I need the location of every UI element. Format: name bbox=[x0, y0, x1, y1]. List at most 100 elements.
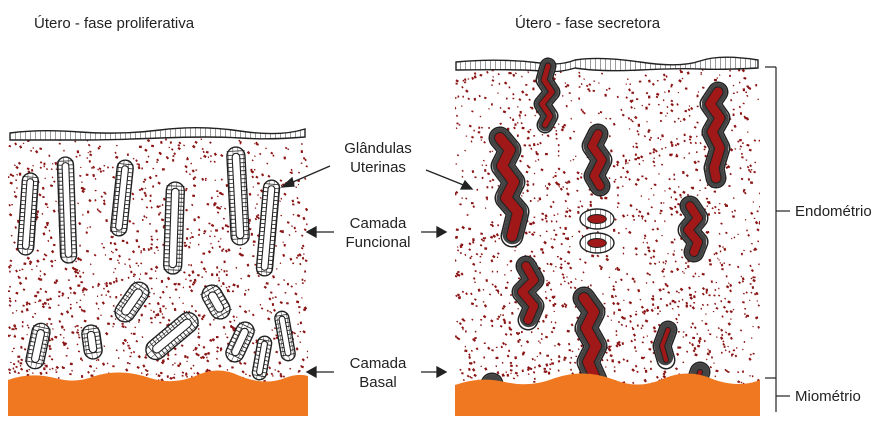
stroma-cell-dot bbox=[19, 282, 23, 286]
stroma-cell-dot bbox=[754, 218, 756, 219]
stroma-cell-dot bbox=[186, 228, 188, 230]
stroma-cell-dot bbox=[53, 244, 56, 247]
stroma-cell-dot bbox=[301, 235, 303, 237]
stroma-cell-dot bbox=[206, 359, 209, 362]
stroma-cell-dot bbox=[136, 230, 139, 232]
stroma-cell-dot bbox=[663, 202, 665, 204]
stroma-cell-dot bbox=[644, 357, 645, 359]
stroma-cell-dot bbox=[652, 281, 654, 284]
stroma-cell-dot bbox=[733, 109, 735, 111]
stroma-cell-dot bbox=[90, 374, 93, 376]
surface-epithelium-left bbox=[10, 128, 305, 140]
stroma-cell-dot bbox=[759, 206, 761, 208]
stroma-cell-dot bbox=[130, 271, 132, 274]
stroma-cell-dot bbox=[555, 234, 557, 236]
stroma-cell-dot bbox=[613, 229, 615, 232]
stroma-cell-dot bbox=[100, 170, 103, 173]
stroma-cell-dot bbox=[650, 360, 652, 362]
stroma-cell-dot bbox=[137, 265, 139, 267]
stroma-cell-dot bbox=[198, 332, 199, 334]
stroma-cell-dot bbox=[738, 281, 741, 284]
stroma-cell-dot bbox=[623, 317, 626, 320]
stroma-cell-dot bbox=[522, 192, 524, 194]
stroma-cell-dot bbox=[24, 348, 27, 351]
stroma-cell-dot bbox=[70, 292, 72, 293]
stroma-cell-dot bbox=[461, 105, 463, 107]
stroma-cell-dot bbox=[675, 318, 677, 321]
stroma-cell-dot bbox=[462, 291, 464, 293]
stroma-cell-dot bbox=[275, 245, 277, 247]
stroma-cell-dot bbox=[628, 178, 631, 181]
stroma-cell-dot bbox=[58, 320, 61, 323]
stroma-cell-dot bbox=[160, 372, 163, 375]
stroma-cell-dot bbox=[153, 293, 155, 295]
stroma-cell-dot bbox=[49, 230, 51, 232]
stroma-cell-dot bbox=[14, 195, 17, 198]
stroma-cell-dot bbox=[52, 368, 54, 370]
stroma-cell-dot bbox=[508, 327, 510, 330]
stroma-cell-dot bbox=[49, 348, 52, 350]
stroma-cell-dot bbox=[36, 249, 39, 252]
stroma-cell-dot bbox=[617, 206, 618, 208]
stroma-cell-dot bbox=[151, 238, 154, 241]
stroma-cell-dot bbox=[492, 255, 496, 259]
stroma-cell-dot bbox=[571, 100, 572, 101]
stroma-cell-dot bbox=[758, 140, 760, 142]
stroma-cell-dot bbox=[672, 308, 674, 310]
stroma-cell-dot bbox=[576, 190, 579, 192]
stroma-cell-dot bbox=[138, 355, 141, 358]
stroma-cell-dot bbox=[644, 379, 647, 383]
stroma-cell-dot bbox=[79, 154, 81, 156]
stroma-cell-dot bbox=[102, 170, 104, 172]
stroma-cell-dot bbox=[128, 259, 130, 261]
stroma-cell-dot bbox=[210, 155, 212, 157]
stroma-cell-dot bbox=[716, 307, 719, 310]
stroma-cell-dot bbox=[484, 343, 486, 345]
stroma-cell-dot bbox=[218, 280, 220, 282]
stroma-cell-dot bbox=[461, 272, 464, 275]
stroma-cell-dot bbox=[746, 315, 749, 317]
stroma-cell-dot bbox=[642, 325, 644, 327]
stroma-cell-dot bbox=[181, 344, 184, 347]
stroma-cell-dot bbox=[507, 355, 510, 358]
stroma-cell-dot bbox=[694, 126, 697, 129]
stroma-cell-dot bbox=[561, 304, 565, 308]
stroma-cell-dot bbox=[19, 145, 22, 148]
stroma-cell-dot bbox=[681, 197, 682, 198]
stroma-cell-dot bbox=[189, 286, 191, 289]
stroma-cell-dot bbox=[144, 305, 147, 308]
stroma-cell-dot bbox=[521, 345, 523, 347]
stroma-cell-dot bbox=[272, 297, 274, 298]
stroma-cell-dot bbox=[506, 281, 509, 284]
stroma-cell-dot bbox=[553, 238, 556, 240]
stroma-cell-dot bbox=[140, 252, 142, 254]
stroma-cell-dot bbox=[125, 368, 128, 371]
stroma-cell-dot bbox=[752, 326, 754, 328]
stroma-cell-dot bbox=[706, 359, 708, 361]
stroma-cell-dot bbox=[721, 334, 723, 336]
stroma-cell-dot bbox=[198, 234, 200, 236]
stroma-cell-dot bbox=[495, 365, 497, 367]
arrows bbox=[282, 166, 472, 377]
stroma-cell-dot bbox=[302, 282, 304, 284]
stroma-cell-dot bbox=[306, 165, 308, 167]
stroma-cell-dot bbox=[718, 259, 720, 261]
stroma-cell-dot bbox=[733, 125, 736, 128]
stroma-cell-dot bbox=[692, 275, 694, 277]
stroma-cell-dot bbox=[186, 158, 189, 160]
stroma-cell-dot bbox=[297, 335, 299, 337]
stroma-cell-dot bbox=[680, 121, 681, 122]
stroma-cell-dot bbox=[300, 331, 302, 332]
stroma-cell-dot bbox=[746, 144, 749, 147]
stroma-cell-dot bbox=[670, 109, 673, 112]
stroma-cell-dot bbox=[642, 341, 644, 343]
stroma-cell-dot bbox=[578, 75, 580, 78]
stroma-cell-dot bbox=[529, 129, 531, 131]
stroma-cell-dot bbox=[17, 372, 20, 374]
stroma-cell-dot bbox=[729, 173, 732, 175]
stroma-cell-dot bbox=[636, 371, 639, 373]
stroma-cell-dot bbox=[605, 366, 607, 368]
stroma-cell-dot bbox=[663, 99, 665, 101]
stroma-cell-dot bbox=[463, 320, 465, 322]
stroma-cell-dot bbox=[641, 175, 643, 177]
